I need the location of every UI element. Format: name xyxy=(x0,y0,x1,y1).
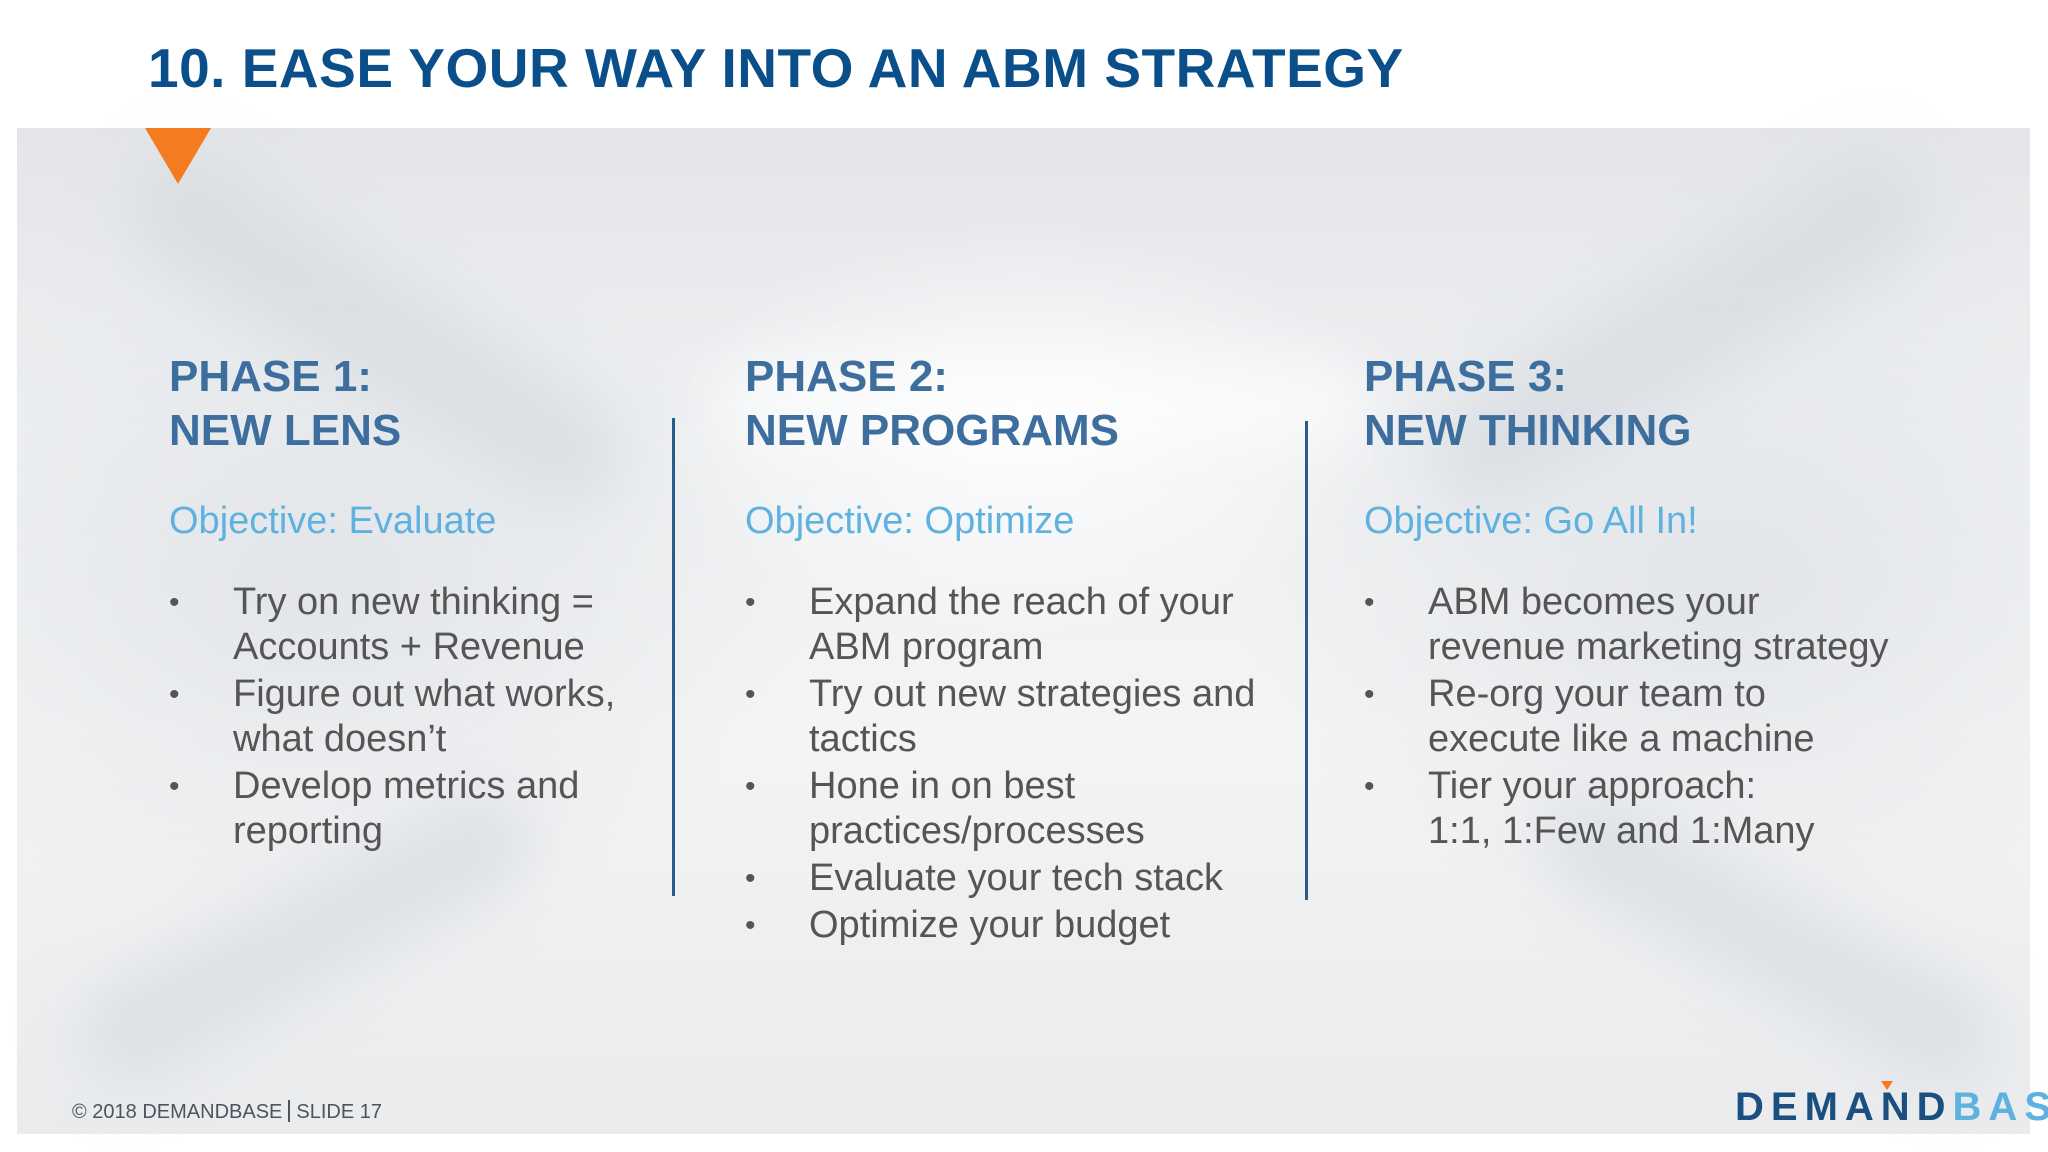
background-light xyxy=(717,358,1377,448)
logo-text-demand: DEMAND xyxy=(1735,1085,1953,1129)
phase-2-objective: Objective: Optimize xyxy=(745,500,1075,542)
list-item: • Expand the reach of your ABM program xyxy=(745,581,1234,668)
copyright-text: © 2018 DEMANDBASE xyxy=(72,1101,283,1123)
column-divider xyxy=(1305,421,1308,900)
phase-2-column: PHASE 2: NEW PROGRAMS Objective: Optimiz… xyxy=(745,350,1285,950)
slide-title: 10. EASE YOUR WAY INTO AN ABM STRATEGY xyxy=(148,37,1404,99)
logo-text-base: BASE xyxy=(1952,1085,2048,1129)
phase-3-objective: Objective: Go All In! xyxy=(1364,500,1698,542)
bullet-icon: • xyxy=(1364,678,1375,711)
list-item: • Figure out what works, what doesn’t xyxy=(169,673,616,760)
phase-3-column: PHASE 3: NEW THINKING Objective: Go All … xyxy=(1364,350,1944,856)
slide-number: SLIDE 17 xyxy=(296,1101,382,1123)
bullet-icon: • xyxy=(745,909,756,942)
phase-1-heading: PHASE 1: NEW LENS xyxy=(169,350,639,458)
phase-1-column: PHASE 1: NEW LENS Objective: Evaluate • … xyxy=(169,350,639,856)
phase-2-heading: PHASE 2: NEW PROGRAMS xyxy=(745,350,1285,458)
bullet-icon: • xyxy=(745,678,756,711)
list-item: • Develop metrics and reporting xyxy=(169,765,580,852)
phase-2-label: PHASE 2: xyxy=(745,352,948,401)
list-item: • Hone in on best practices/processes xyxy=(745,765,1145,852)
orange-triangle-marker xyxy=(145,128,211,184)
list-item: • Re-org your team to execute like a mac… xyxy=(1364,673,1815,760)
phase-3-bullet-list: • ABM becomes your revenue marketing str… xyxy=(1364,580,1944,854)
phase-2-name: NEW PROGRAMS xyxy=(745,406,1119,455)
bullet-icon: • xyxy=(745,862,756,895)
phase-1-name: NEW LENS xyxy=(169,406,402,455)
list-item: • ABM becomes your revenue marketing str… xyxy=(1364,581,1889,668)
background-photo xyxy=(17,128,2030,1134)
phase-1-label: PHASE 1: xyxy=(169,352,372,401)
phase-1-bullet-list: • Try on new thinking = Accounts + Reven… xyxy=(169,580,639,854)
bullet-icon: • xyxy=(169,586,180,619)
phase-3-name: NEW THINKING xyxy=(1364,406,1692,455)
list-item: • Tier your approach: 1:1, 1:Few and 1:M… xyxy=(1364,765,1815,852)
list-item: • Try on new thinking = Accounts + Reven… xyxy=(169,581,594,668)
phase-1-objective: Objective: Evaluate xyxy=(169,500,497,542)
bullet-icon: • xyxy=(169,770,180,803)
logo-accent-icon xyxy=(1881,1081,1893,1090)
bullet-icon: • xyxy=(745,770,756,803)
list-item: • Try out new strategies and tactics xyxy=(745,673,1256,760)
footer-separator xyxy=(288,1100,291,1122)
list-item: • Optimize your budget xyxy=(745,904,1171,946)
list-item: • Evaluate your tech stack xyxy=(745,857,1223,899)
demandbase-logo: DEMANDBASE xyxy=(1735,1081,2048,1130)
bullet-icon: • xyxy=(1364,586,1375,619)
bullet-icon: • xyxy=(745,586,756,619)
bullet-icon: • xyxy=(169,678,180,711)
phase-3-heading: PHASE 3: NEW THINKING xyxy=(1364,350,1944,458)
phase-2-bullet-list: • Expand the reach of your ABM program •… xyxy=(745,580,1285,948)
bullet-icon: • xyxy=(1364,770,1375,803)
column-divider xyxy=(672,418,675,896)
slide-footer: © 2018 DEMANDBASE SLIDE 17 xyxy=(72,1100,382,1124)
phase-3-label: PHASE 3: xyxy=(1364,352,1567,401)
